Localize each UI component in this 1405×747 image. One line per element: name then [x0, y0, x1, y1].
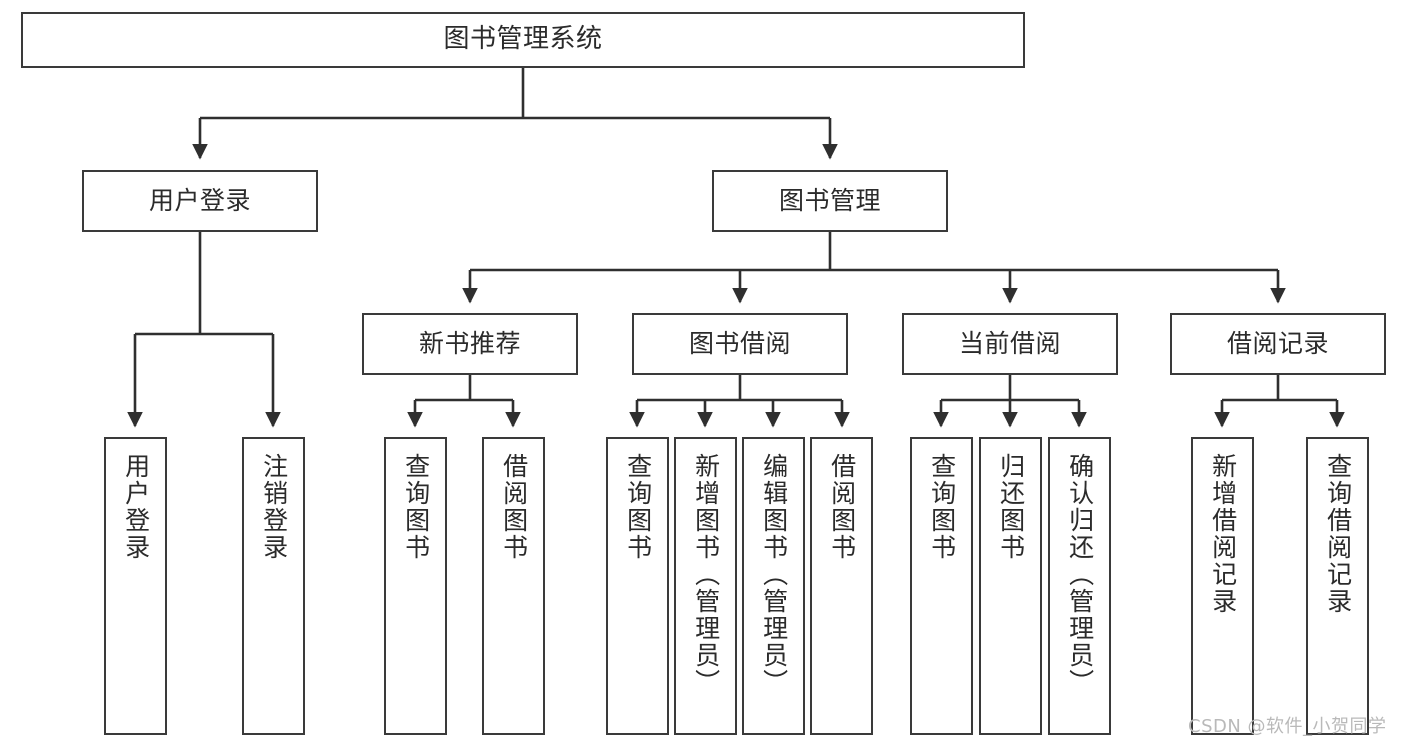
leaf-new-book-borrow[interactable]: 借阅图书 [482, 437, 545, 735]
leaf-book-borrow-add[interactable]: 新增图书（管理员） [674, 437, 737, 735]
node-borrow-record[interactable]: 借阅记录 [1170, 313, 1386, 375]
node-label: 查询图书 [401, 453, 431, 561]
leaf-current-borrow-confirm[interactable]: 确认归还（管理员） [1048, 437, 1111, 735]
leaf-book-borrow-edit[interactable]: 编辑图书（管理员） [742, 437, 805, 735]
leaf-current-borrow-query[interactable]: 查询图书 [910, 437, 973, 735]
csdn-watermark: CSDN @软件_小贺同学 [1188, 716, 1387, 737]
node-label: 图书管理 [778, 186, 881, 215]
node-label: 用户登录 [121, 453, 151, 561]
node-label: 归还图书 [996, 453, 1026, 561]
node-book-management[interactable]: 图书管理 [712, 170, 948, 232]
leaf-new-book-query[interactable]: 查询图书 [384, 437, 447, 735]
node-label: 用户登录 [148, 186, 251, 215]
node-label: 新增图书（管理员） [691, 453, 721, 696]
leaf-user-login-logout[interactable]: 注销登录 [242, 437, 305, 735]
node-label: 图书借阅 [688, 329, 791, 358]
leaf-book-borrow-query[interactable]: 查询图书 [606, 437, 669, 735]
node-label: 图书管理系统 [443, 24, 603, 55]
node-label: 借阅图书 [499, 453, 529, 561]
node-book-borrow[interactable]: 图书借阅 [632, 313, 848, 375]
node-current-borrow[interactable]: 当前借阅 [902, 313, 1118, 375]
node-label: 借阅记录 [1226, 329, 1329, 358]
node-root-system[interactable]: 图书管理系统 [21, 12, 1025, 68]
node-label: 确认归还（管理员） [1065, 453, 1095, 696]
node-label: 编辑图书（管理员） [759, 453, 789, 696]
leaf-book-borrow-borrow[interactable]: 借阅图书 [810, 437, 873, 735]
node-label: 查询图书 [623, 453, 653, 561]
node-label: 注销登录 [259, 453, 289, 561]
leaf-user-login-login[interactable]: 用户登录 [104, 437, 167, 735]
node-new-book-recommend[interactable]: 新书推荐 [362, 313, 578, 375]
leaf-borrow-record-query[interactable]: 查询借阅记录 [1306, 437, 1369, 735]
node-label: 新增借阅记录 [1208, 453, 1238, 615]
node-label: 查询借阅记录 [1323, 453, 1353, 615]
node-label: 查询图书 [927, 453, 957, 561]
node-label: 当前借阅 [958, 329, 1061, 358]
leaf-borrow-record-add[interactable]: 新增借阅记录 [1191, 437, 1254, 735]
node-user-login[interactable]: 用户登录 [82, 170, 318, 232]
leaf-current-borrow-return[interactable]: 归还图书 [979, 437, 1042, 735]
node-label: 借阅图书 [827, 453, 857, 561]
node-label: 新书推荐 [418, 329, 521, 358]
